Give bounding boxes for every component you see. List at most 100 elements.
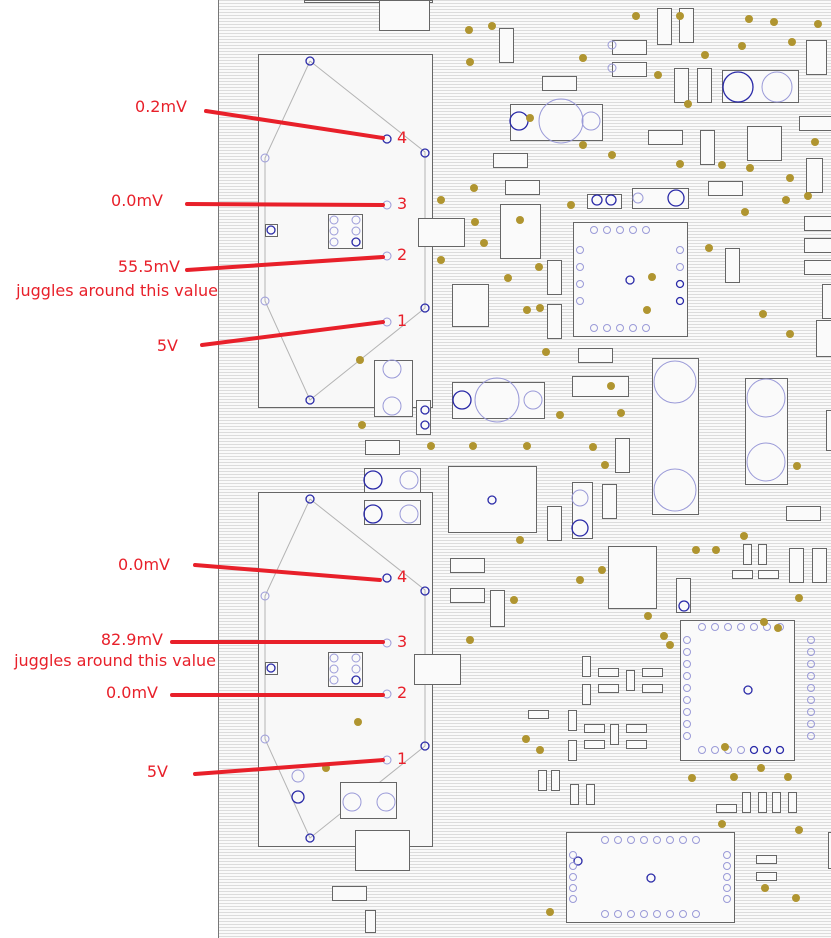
component-outline [612,40,647,55]
pad [723,895,731,903]
pad [653,360,697,404]
component-outline [786,506,821,521]
pad [675,296,685,306]
via [738,42,746,50]
via [757,764,765,772]
pad [614,836,622,844]
pad [743,685,753,695]
pad [591,194,603,206]
via [556,411,564,419]
pin-number: 2 [397,683,408,702]
pad [632,192,644,204]
pin-number: 4 [397,128,408,147]
pad [351,653,361,663]
component-outline [828,832,831,869]
via [576,576,584,584]
pad [351,226,361,236]
via [526,114,534,122]
component-outline [708,181,743,196]
component-outline [725,248,740,283]
component-outline [626,724,647,733]
pad [329,226,339,236]
via [740,532,748,540]
via [676,12,684,20]
component-outline [364,500,421,525]
component-outline [547,506,562,541]
pad [573,856,583,866]
via [761,884,769,892]
via [811,138,819,146]
pad [576,280,584,288]
pad [571,489,589,507]
component-outline [789,548,804,583]
component-outline [355,830,410,871]
via [782,196,790,204]
component-outline [745,378,788,485]
via [795,594,803,602]
pin-reading: 5V [146,762,168,781]
via [546,908,554,916]
pad [807,672,815,680]
pad [420,420,430,430]
component-outline [822,284,831,319]
via [688,774,696,782]
via [358,421,366,429]
pad [724,623,732,631]
via [465,26,473,34]
via [516,216,524,224]
component-outline [756,872,777,881]
pad [329,215,339,225]
pad [487,495,497,505]
via [788,38,796,46]
pad [376,792,396,812]
pin-number: 3 [397,632,408,651]
via [589,443,597,451]
component-outline [608,546,657,609]
via [466,58,474,66]
pad [601,910,609,918]
component-outline [742,792,751,813]
component-outline [493,153,528,168]
pad [683,708,691,716]
component-outline [722,70,799,103]
component-outline [716,804,737,813]
pad [750,623,758,631]
pad [722,71,754,103]
component-outline [542,76,577,91]
pad [351,664,361,674]
pad [305,56,315,66]
component-outline [826,410,831,451]
pad [653,836,661,844]
pad [305,494,315,504]
pin-reading: 55.5mV [117,257,180,276]
pad [666,910,674,918]
component-outline [632,188,689,209]
component-outline [582,656,591,677]
component-outline [570,784,579,805]
pad [616,226,624,234]
pad [807,708,815,716]
pin-reading: 82.9mV [100,630,163,649]
component-outline [806,158,823,193]
pad [351,675,361,685]
via [608,151,616,159]
component-outline [551,770,560,791]
pad [807,696,815,704]
pad [590,324,598,332]
component-outline [610,724,619,745]
pad [420,303,430,313]
via [795,826,803,834]
component-outline [747,126,782,161]
via [617,409,625,417]
via [784,773,792,781]
component-outline [304,0,433,3]
via [510,596,518,604]
annotation-leader-line [200,320,385,347]
pin-reading: 0.0mV [118,555,170,574]
pad [807,648,815,656]
pad [640,836,648,844]
component-outline [572,376,629,397]
pad [761,71,793,103]
pad [711,746,719,754]
component-outline [505,180,540,195]
